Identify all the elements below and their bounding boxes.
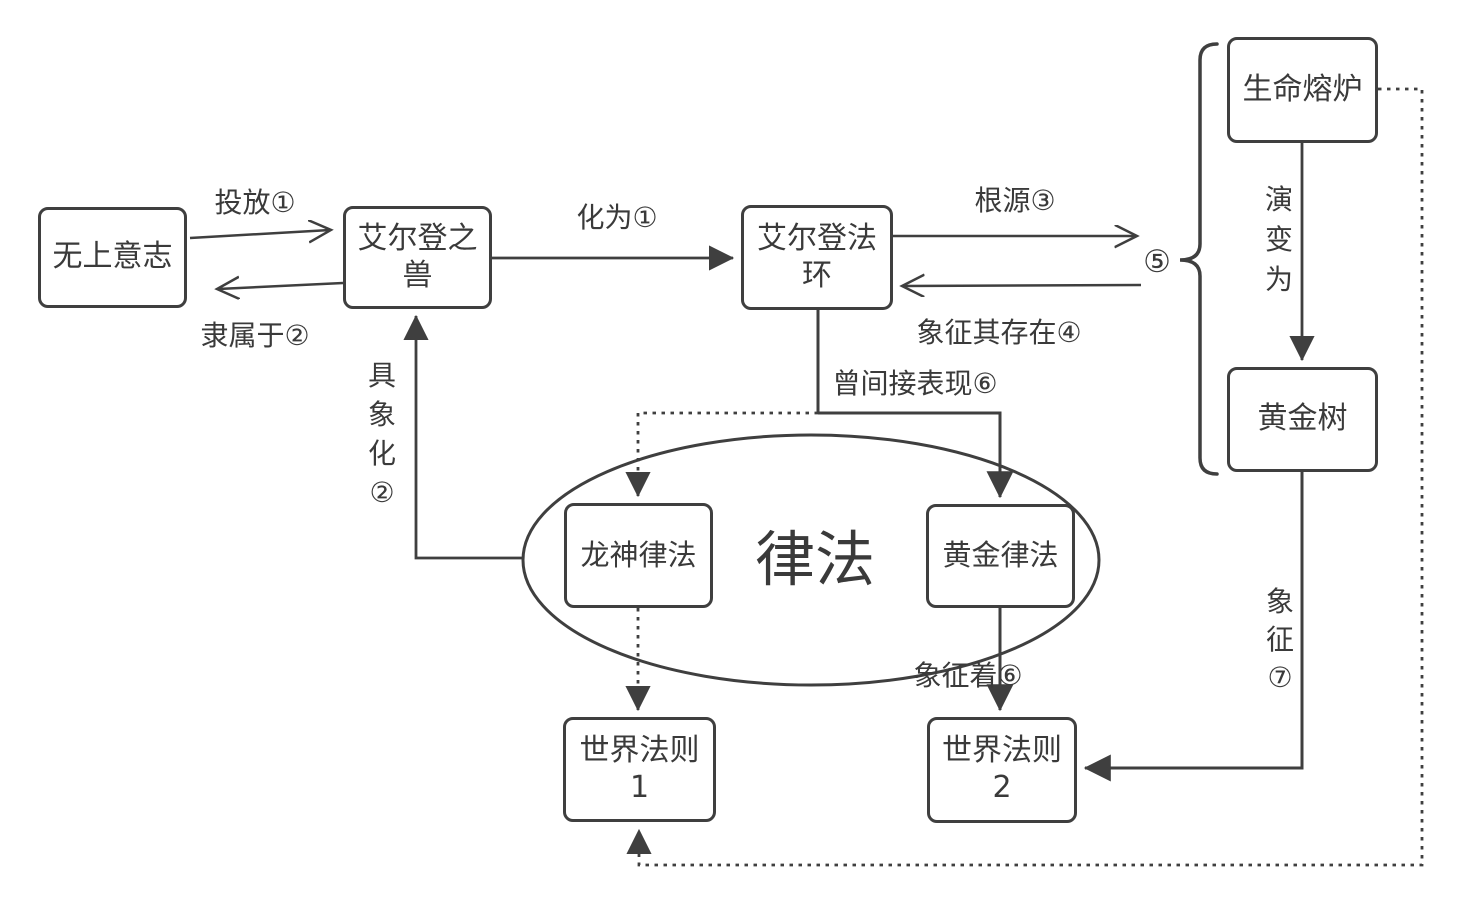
node-world-rule-2-label-line2: 2 (992, 770, 1012, 805)
edge-subordinate-arrow (218, 283, 344, 289)
brace-number-label: ⑤ (1143, 244, 1171, 280)
edge-label-indirect: 曾间接表现⑥ (832, 367, 998, 400)
edge-indirect-dragon-arrow (625, 411, 818, 498)
node-erdtree-label: 黄金树 (1257, 401, 1348, 437)
node-world-rule-1-label-line2: 1 (629, 769, 650, 805)
edge-label-symbol7: 象征⑦ (1265, 585, 1294, 694)
node-supreme-will: 无上意志 (38, 207, 187, 308)
law-group-ellipse (521, 433, 1101, 687)
node-world-rule-1-label-line1: 世界法则 (579, 732, 700, 768)
edge-symbolize-existence-arrow (903, 285, 1142, 286)
node-supreme-will-label: 无上意志 (52, 239, 173, 275)
node-elden-beast: 艾尔登之 兽 (343, 206, 492, 309)
node-elden-ring: 艾尔登法 环 (741, 205, 893, 310)
edge-symbol7-arrow (1083, 472, 1304, 782)
node-golden-law: 黄金律法 (926, 504, 1075, 608)
edge-concretize-arrow (403, 314, 524, 560)
node-elden-beast-label-line1: 艾尔登之 (357, 220, 478, 256)
node-crucible-of-life: 生命熔炉 (1227, 37, 1378, 143)
edge-label-become: 化为① (574, 196, 660, 236)
edge-label-concretize: 具象化② (367, 359, 396, 509)
node-elden-beast-label-line2: 兽 (402, 257, 433, 293)
edge-label-symbolize-existence: 象征其存在④ (914, 311, 1084, 351)
law-group-title: 律法 (755, 525, 875, 596)
node-dragon-law: 龙神律法 (564, 503, 713, 608)
edge-indirect-golden-arrow (818, 411, 1014, 499)
node-erdtree: 黄金树 (1227, 367, 1378, 472)
node-world-rule-2-label-line1: 世界法则 (942, 733, 1062, 769)
edge-label-cast: 投放① (212, 181, 298, 221)
edge-label-evolve: 演变为 (1264, 183, 1293, 296)
edge-crucible-to-rule1-arrow (626, 87, 1424, 867)
node-elden-ring-label-line1: 艾尔登法 (757, 220, 877, 256)
node-dragon-law-label: 龙神律法 (580, 537, 697, 572)
edge-label-subordinate: 隶属于② (198, 314, 312, 354)
node-world-rule-2: 世界法则 2 (927, 717, 1077, 823)
edge-label-root: 根源③ (972, 179, 1058, 219)
node-world-rule-1: 世界法则 1 (563, 717, 716, 822)
node-crucible-of-life-label: 生命熔炉 (1242, 71, 1363, 107)
edge-label-symbolizes: 象征着⑥ (913, 659, 1023, 692)
node-elden-ring-label-line2: 环 (802, 257, 832, 293)
node-golden-law-label: 黄金律法 (942, 538, 1059, 573)
group-brace (1179, 42, 1219, 476)
edge-cast-arrow (189, 230, 330, 238)
